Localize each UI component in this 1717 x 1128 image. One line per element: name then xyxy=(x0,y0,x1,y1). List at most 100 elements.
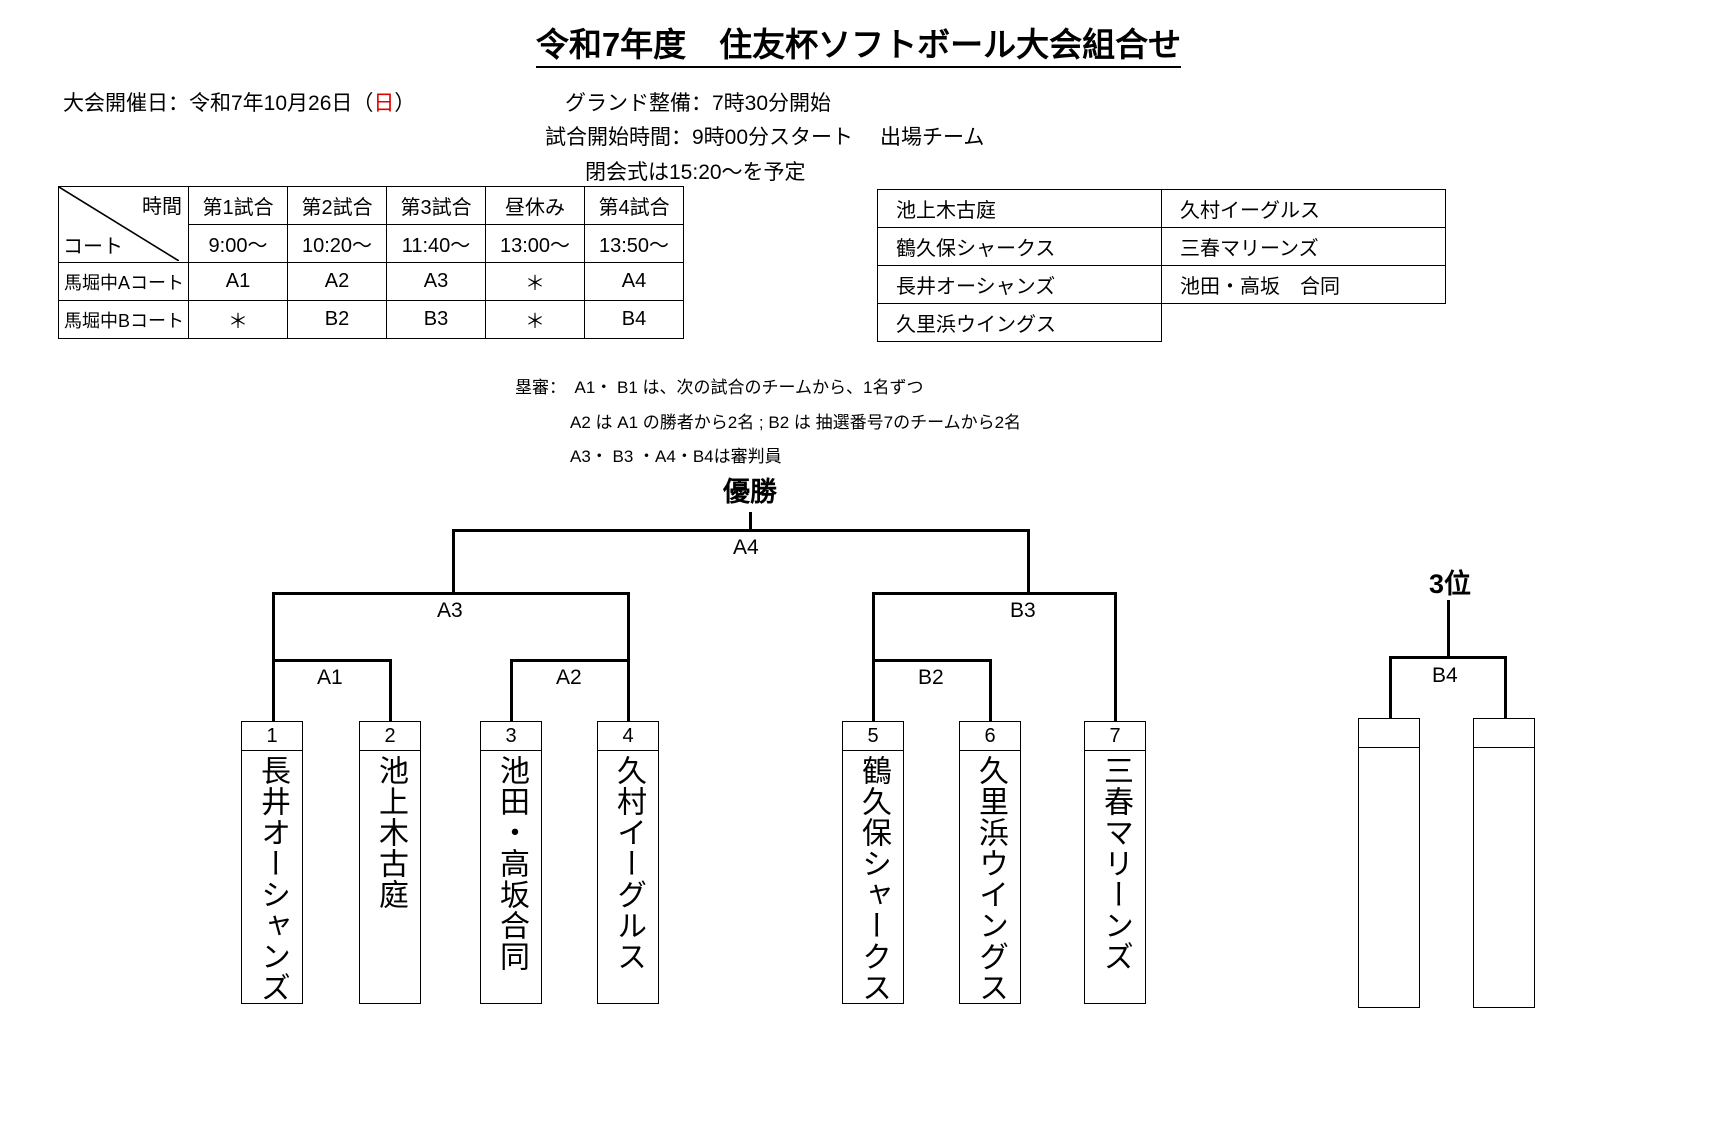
page-title: 令和7年度 住友杯ソフトボール大会組合せ xyxy=(0,18,1717,68)
schedule-col-header: 昼休み xyxy=(485,186,586,225)
bracket-line-final-horizontal xyxy=(452,529,1030,532)
schedule-match-cell: A2 xyxy=(287,262,388,301)
schedule-col-header: 第4試合 xyxy=(584,186,685,225)
bracket-line-b4-horizontal xyxy=(1389,656,1507,659)
seed-number: 4 xyxy=(598,722,658,751)
third-place-seed-number-right xyxy=(1474,719,1534,748)
team-name-cell: 鶴久保シャークス xyxy=(877,227,1162,266)
schedule-time-cell: 11:40～ xyxy=(386,224,487,263)
event-date: 大会開催日：令和7年10月26日（日） xyxy=(63,87,415,117)
seed-team-name: 池田・高坂合同 xyxy=(495,755,528,972)
team-name-cell: 久里浜ウイングス xyxy=(877,303,1162,342)
seed-box-3[interactable]: 3 池田・高坂合同 xyxy=(480,721,542,1004)
entry-teams-label: 出場チーム xyxy=(880,126,985,149)
entry-teams-table: 池上木古庭 久村イーグルス 鶴久保シャークス 三春マリーンズ 長井オーシャンズ … xyxy=(877,189,1446,342)
schedule-time-cell: 13:00～ xyxy=(485,224,586,263)
bracket-line-a3-right-drop xyxy=(627,592,630,659)
schedule-match-cell: B3 xyxy=(386,300,487,339)
seed-box-2[interactable]: 2 池上木古庭 xyxy=(359,721,421,1004)
seed-team-name: 久村イーグルス xyxy=(612,755,645,972)
schedule-col-header: 第1試合 xyxy=(188,186,289,225)
schedule-match-cell: A3 xyxy=(386,262,487,301)
seed-team-name: 鶴久保シャークス xyxy=(857,755,890,1003)
bracket-line-champion-stem xyxy=(749,512,752,530)
schedule-time-cell: 10:20～ xyxy=(287,224,388,263)
bracket-line-b3-right-drop xyxy=(1114,592,1117,722)
schedule-col-header: 第2試合 xyxy=(287,186,388,225)
match-label-b4: B4 xyxy=(1432,664,1458,687)
match-label-a4: A4 xyxy=(733,536,759,559)
third-place-box-right[interactable] xyxy=(1473,718,1535,1008)
umpire-note-1: 塁審： A1・ B1 は、次の試合のチームから、1名ずつ xyxy=(515,378,924,397)
team-name-cell: 三春マリーンズ xyxy=(1161,227,1446,266)
bracket-line-a1-horizontal xyxy=(272,659,392,662)
table-row: 池上木古庭 久村イーグルス xyxy=(877,189,1446,228)
seed-number: 3 xyxy=(481,722,541,751)
game-start-time: 試合開始時間：9時00分スタート xyxy=(545,126,854,149)
match-label-b2: B2 xyxy=(918,666,944,689)
table-row: 馬堀中Bコート ＊ B2 B3 ＊ B4 xyxy=(57,300,685,339)
schedule-court-name: 馬堀中Bコート xyxy=(57,300,190,339)
seed-team-name: 長井オーシャンズ xyxy=(256,755,289,1003)
bracket-line-a2-left-drop xyxy=(510,659,513,722)
table-row: 久里浜ウイングス xyxy=(877,303,1446,342)
table-row: 馬堀中Aコート A1 A2 A3 ＊ A4 xyxy=(57,262,685,301)
third-place-seed-number-left xyxy=(1359,719,1419,748)
schedule-time-row: 9:00～ 10:20～ 11:40～ 13:00～ 13:50～ xyxy=(59,224,685,263)
schedule-court-label: コート xyxy=(63,236,123,258)
bracket-line-b2-left-drop xyxy=(872,659,875,722)
match-label-b3: B3 xyxy=(1010,599,1036,622)
seed-number: 6 xyxy=(960,722,1020,751)
bracket-line-b4-right-drop xyxy=(1504,656,1507,719)
third-place-label: 3位 xyxy=(1428,569,1472,599)
team-name-cell: 池田・高坂 合同 xyxy=(1161,265,1446,304)
seed-number: 1 xyxy=(242,722,302,751)
table-row: 長井オーシャンズ 池田・高坂 合同 xyxy=(877,265,1446,304)
champion-label: 優勝 xyxy=(723,477,777,507)
schedule-match-cell: A1 xyxy=(188,262,289,301)
seed-team-name: 池上木古庭 xyxy=(374,755,407,910)
bracket-line-b3-left-drop xyxy=(872,592,875,659)
seed-number: 2 xyxy=(360,722,420,751)
seed-box-5[interactable]: 5 鶴久保シャークス xyxy=(842,721,904,1004)
page-title-text: 令和7年度 住友杯ソフトボール大会組合せ xyxy=(535,26,1182,68)
schedule-time-label: 時間 xyxy=(142,196,183,218)
seed-number: 7 xyxy=(1085,722,1145,751)
bracket-line-b2-right-drop xyxy=(989,659,992,722)
schedule-corner-cell: 時間 コート xyxy=(57,186,190,263)
schedule-header-row: 時間 コート 第1試合 第2試合 第3試合 昼休み 第4試合 xyxy=(57,186,685,263)
match-label-a3: A3 xyxy=(437,599,463,622)
bracket-line-a3-left-drop xyxy=(272,592,275,659)
bracket-line-a1-right-drop xyxy=(389,659,392,722)
bracket-line-a2-right-drop xyxy=(627,659,630,722)
bracket-line-b3-horizontal xyxy=(872,592,1117,595)
umpire-note-2: A2 は A1 の勝者から2名 ; B2 は 抽選番号7のチームから2名 xyxy=(570,413,1022,432)
bracket-line-b2-horizontal xyxy=(872,659,992,662)
bracket-line-a2-horizontal xyxy=(510,659,630,662)
bracket-line-a1-left-drop xyxy=(272,659,275,722)
match-label-a1: A1 xyxy=(317,666,343,689)
schedule-time-cell: 13:50～ xyxy=(584,224,685,263)
seed-box-6[interactable]: 6 久里浜ウイングス xyxy=(959,721,1021,1004)
umpire-note-3: A3・ B3 ・A4・B4は審判員 xyxy=(570,447,782,466)
seed-box-7[interactable]: 7 三春マリーンズ xyxy=(1084,721,1146,1004)
seed-team-name: 久里浜ウイングス xyxy=(974,755,1007,1003)
event-date-paren-close: ） xyxy=(394,92,416,115)
event-date-text: 大会開催日：令和7年10月26日（ xyxy=(63,92,374,115)
schedule-court-name: 馬堀中Aコート xyxy=(57,262,190,301)
match-label-a2: A2 xyxy=(556,666,582,689)
schedule-match-cell: A4 xyxy=(584,262,685,301)
seed-box-4[interactable]: 4 久村イーグルス xyxy=(597,721,659,1004)
event-date-weekday: 日 xyxy=(373,92,395,115)
closing-ceremony-time: 閉会式は15:20～を予定 xyxy=(585,161,806,184)
table-row: 鶴久保シャークス 三春マリーンズ xyxy=(877,227,1446,266)
third-place-box-left[interactable] xyxy=(1358,718,1420,1008)
schedule-match-cell: ＊ xyxy=(485,262,586,301)
team-name-cell-empty xyxy=(1162,304,1446,342)
bracket-line-third-stem xyxy=(1447,600,1450,658)
seed-team-name: 三春マリーンズ xyxy=(1099,755,1132,972)
bracket-line-a3-horizontal xyxy=(272,592,630,595)
schedule-match-cell: B2 xyxy=(287,300,388,339)
schedule-table: 時間 コート 第1試合 第2試合 第3試合 昼休み 第4試合 9:00～ 10:… xyxy=(57,186,685,339)
seed-box-1[interactable]: 1 長井オーシャンズ xyxy=(241,721,303,1004)
